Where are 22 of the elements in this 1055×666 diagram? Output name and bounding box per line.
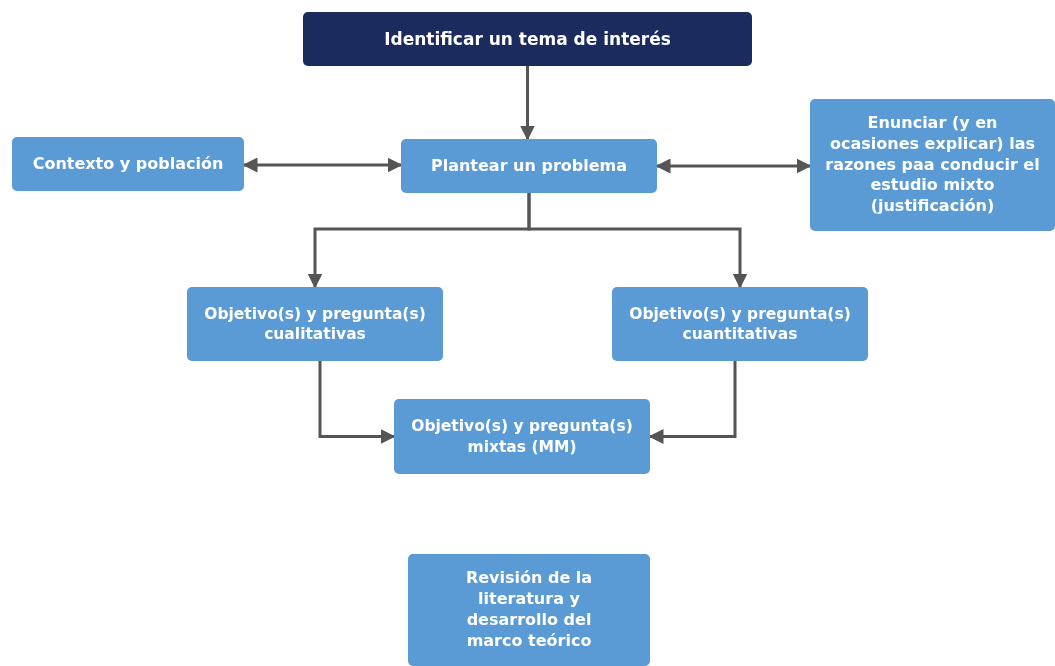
process-box [394, 399, 650, 474]
box-label: Revisión de la literatura y desarrollo del marco teórico [464, 568, 594, 652]
title-box [303, 12, 752, 66]
box-label: Objetivo(s) y pregunta(s) cuantitativas [628, 303, 852, 345]
process-box [810, 99, 1055, 231]
box-label: Objetivo(s) y pregunta(s) cualitativas [203, 303, 427, 345]
arrow [242, 157, 403, 173]
box-label: Plantear un problema [430, 155, 628, 177]
process-box [12, 137, 244, 191]
box-label: Contexto y población [32, 153, 224, 175]
process-box [401, 139, 657, 193]
process-box [612, 287, 868, 361]
box-label: Objetivo(s) y pregunta(s) mixtas (MM) [410, 416, 634, 457]
arrow [655, 158, 812, 174]
arrow [318, 361, 396, 444]
arrow [520, 66, 535, 141]
box-label: Identificar un tema de interés [384, 27, 671, 51]
process-box [187, 287, 443, 361]
process-box [408, 554, 650, 666]
box-label: Enunciar (y en ocasiones explicar) las razones paa conducir el estudio mixto (justificación) [824, 113, 1041, 217]
arrow [648, 361, 737, 444]
arrow [527, 193, 748, 289]
